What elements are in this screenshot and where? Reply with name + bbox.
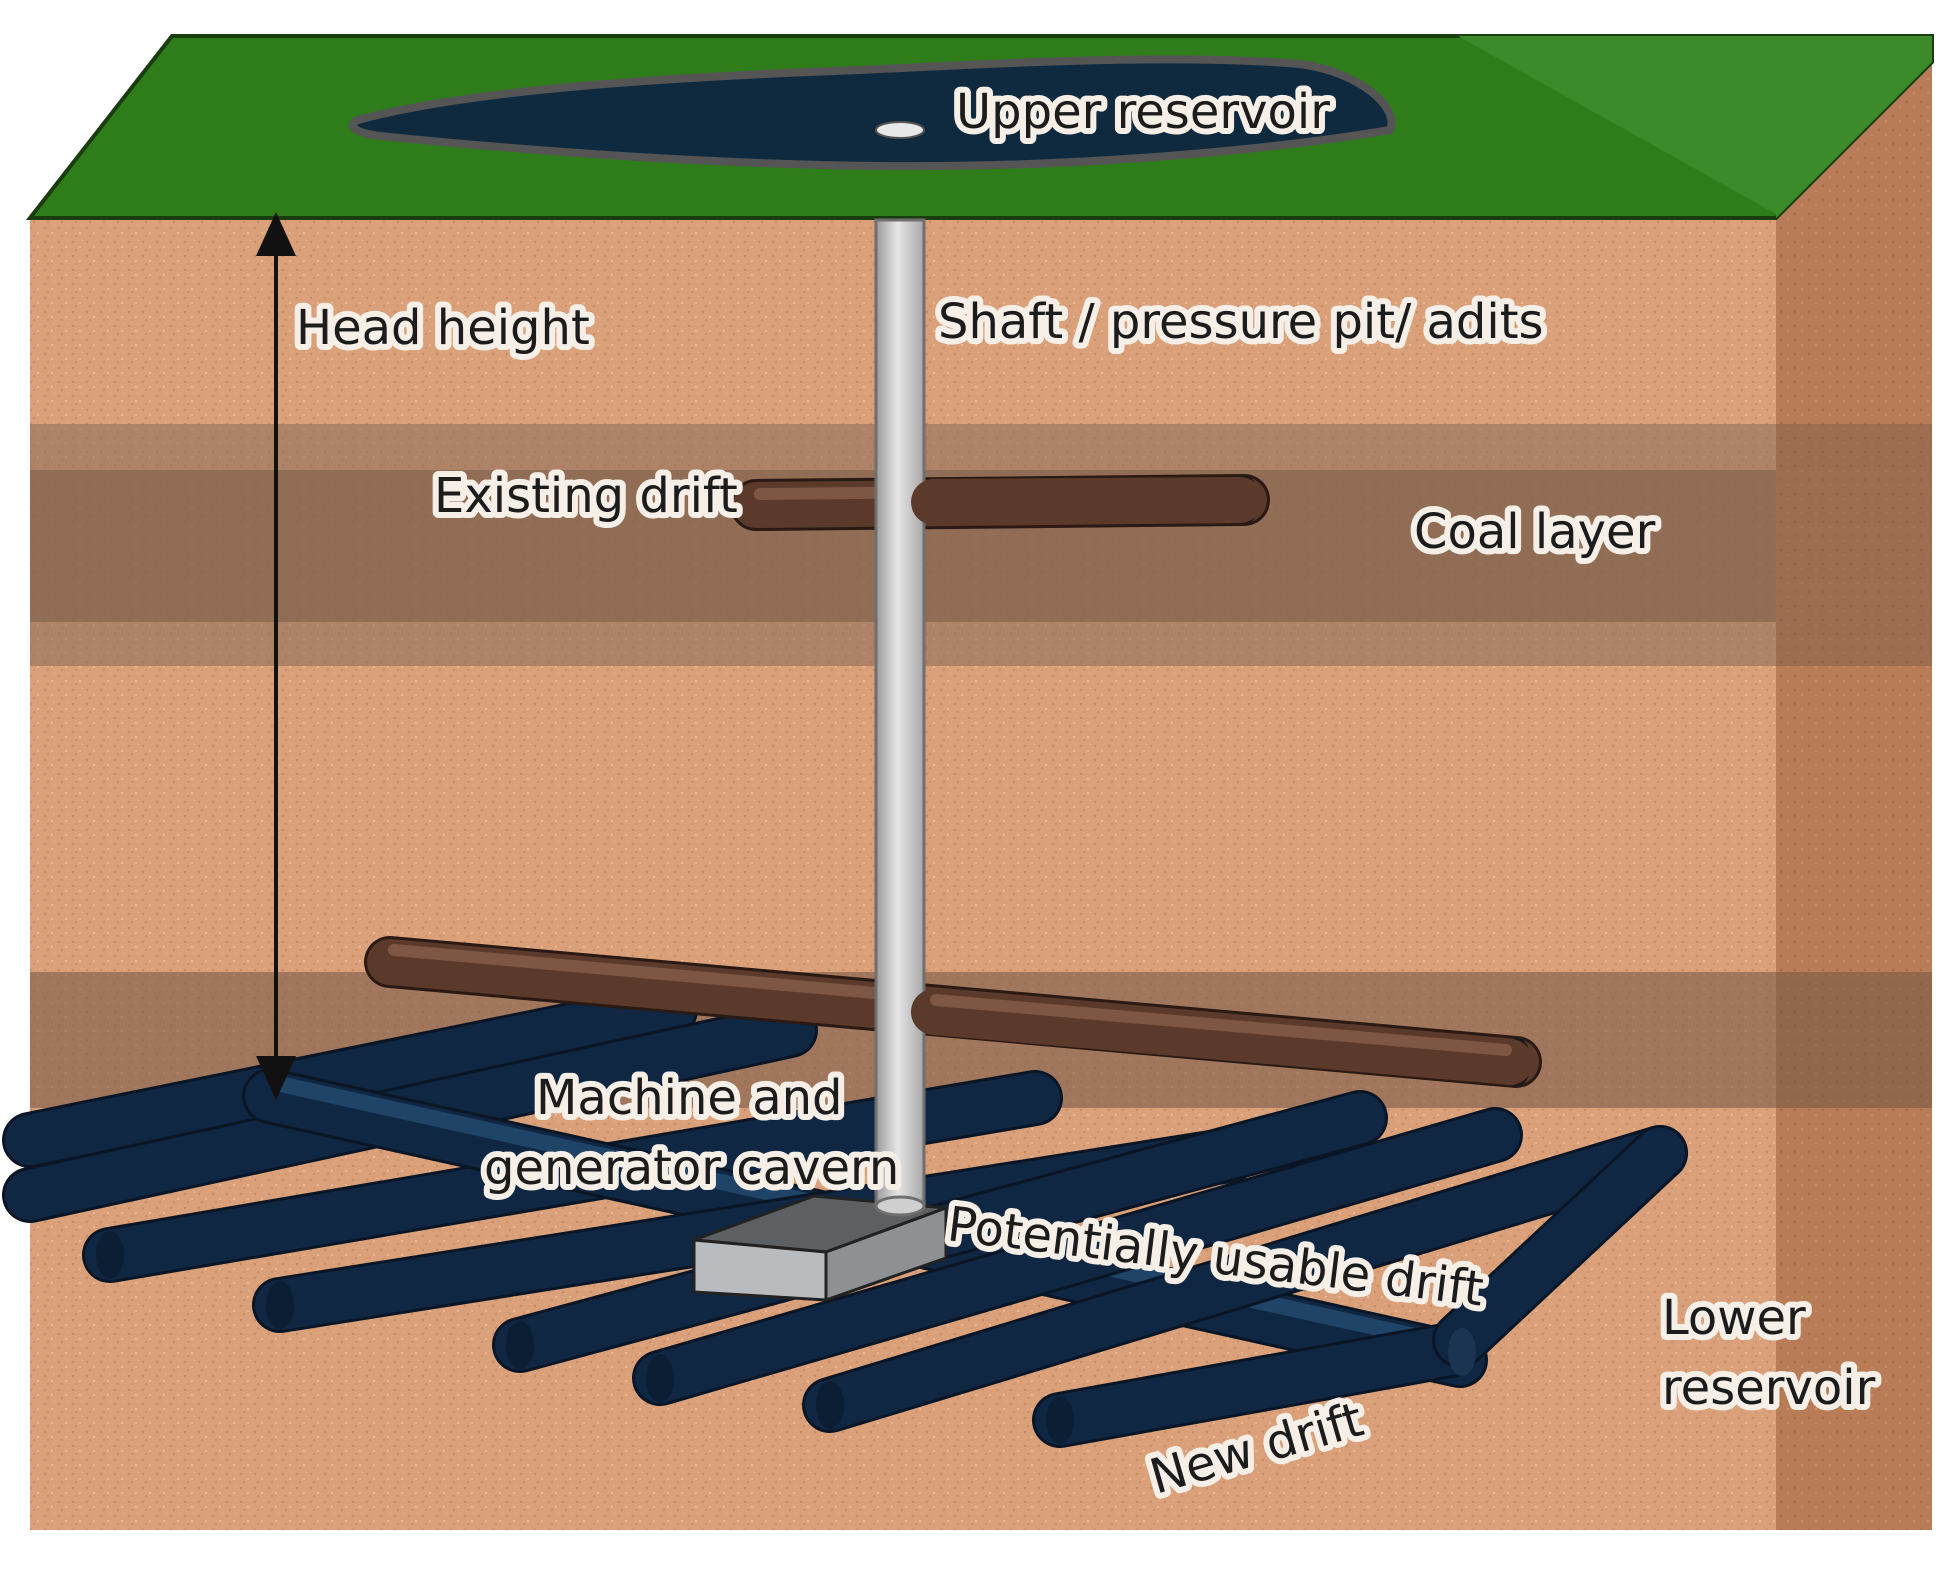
ground-surface-right-edge	[1458, 36, 1932, 218]
machine-cavern-label-line1: Machine and	[536, 1070, 843, 1126]
shaft	[874, 218, 926, 1208]
head-height-label: Head height	[296, 300, 590, 356]
lower-reservoir-label-line1: Lower	[1662, 1290, 1806, 1346]
shaft-label: Shaft / pressure pit/ adits	[938, 294, 1544, 350]
coal-layer-upper-side	[1776, 424, 1932, 666]
shaft-bottom	[874, 1195, 926, 1217]
coal-layer-lower-side	[1776, 972, 1932, 1108]
soil-side-face	[1776, 62, 1932, 1530]
upper-reservoir-label: Upper reservoir	[956, 84, 1330, 140]
lower-reservoir-label-line2: reservoir	[1662, 1360, 1876, 1416]
upper-reservoir-shape	[348, 55, 1396, 171]
coal-layer-label: Coal layer	[1414, 504, 1656, 560]
existing-drift-lower-front	[911, 989, 1533, 1085]
existing-drift-label: Existing drift	[434, 468, 738, 524]
new-drift-network	[2, 982, 1688, 1448]
shaft-intake-opening	[875, 121, 925, 139]
machine-cavern-label-line2: generator cavern	[484, 1140, 899, 1196]
existing-drift-upper-front	[911, 477, 1263, 525]
